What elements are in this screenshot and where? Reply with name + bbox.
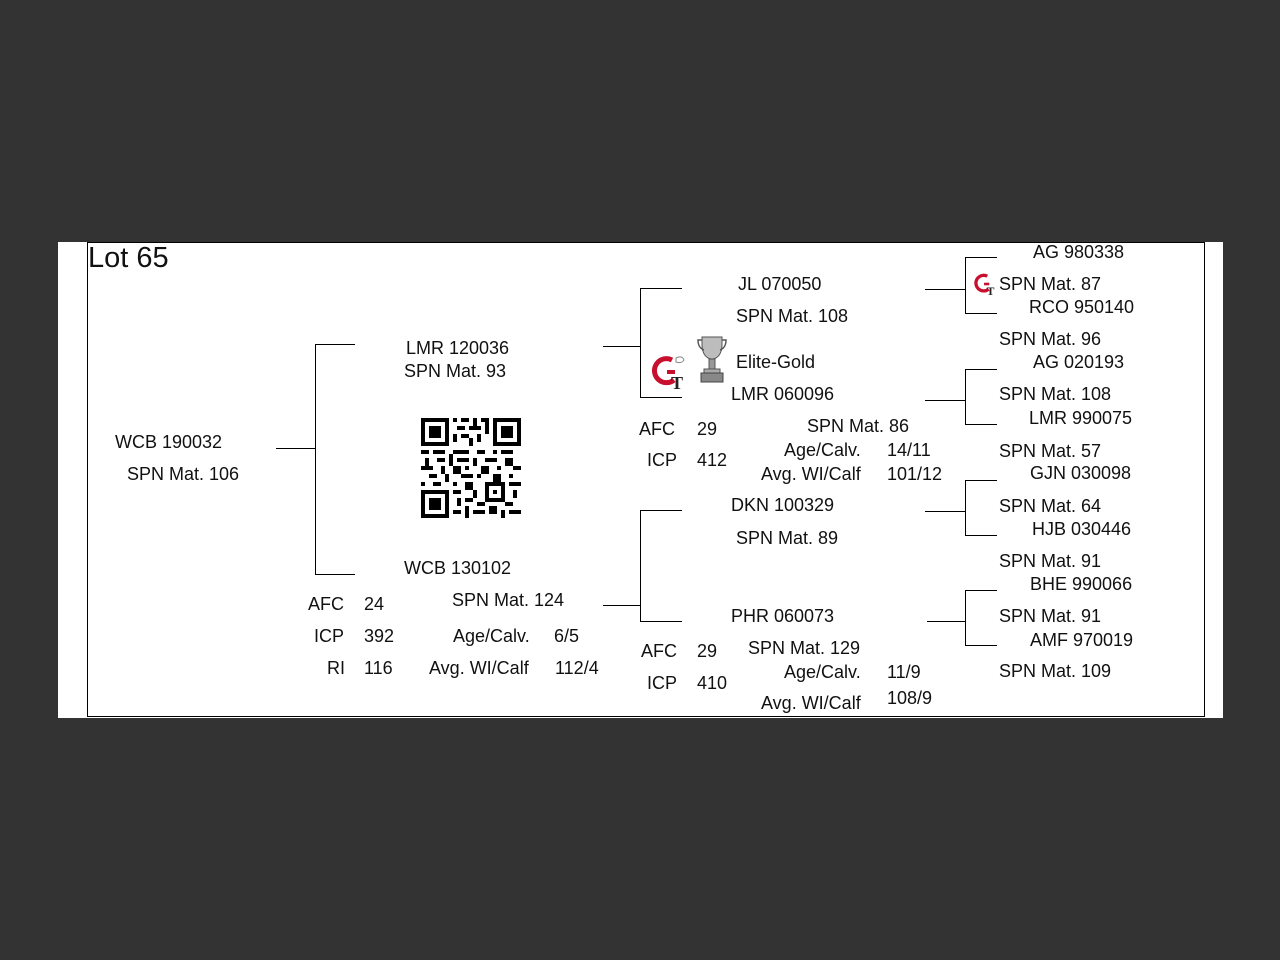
dam-age-value: 6/5 bbox=[554, 626, 580, 646]
sire-afc-value: 29 bbox=[697, 419, 718, 439]
connector bbox=[603, 605, 641, 606]
connector bbox=[965, 590, 997, 591]
connector bbox=[276, 448, 316, 449]
dam-dam-wi-value: 108/9 bbox=[887, 688, 933, 708]
dam-dam-id: PHR 060073 bbox=[731, 606, 835, 626]
connector bbox=[640, 288, 682, 289]
animal-spn: SPN Mat. 106 bbox=[127, 464, 240, 484]
sire-dam-id: LMR 060096 bbox=[731, 384, 835, 404]
connector bbox=[965, 480, 966, 536]
dam-afc-value: 24 bbox=[364, 594, 385, 614]
dam-id: WCB 130102 bbox=[404, 558, 512, 578]
gen4-spn: SPN Mat. 108 bbox=[999, 384, 1112, 404]
gt-logo-icon: T bbox=[974, 273, 995, 297]
sire-afc-label: AFC bbox=[639, 419, 675, 439]
sire-icp-label: ICP bbox=[647, 450, 678, 470]
connector bbox=[315, 344, 355, 345]
connector bbox=[640, 510, 641, 622]
sire-dam-age-value: 14/11 bbox=[887, 440, 931, 460]
connector bbox=[965, 480, 997, 481]
svg-text:T: T bbox=[671, 373, 683, 392]
connector bbox=[965, 257, 966, 314]
dam-wi-value: 112/4 bbox=[555, 658, 599, 678]
connector bbox=[965, 424, 997, 425]
connector bbox=[965, 369, 997, 370]
sire-sire-spn: SPN Mat. 108 bbox=[736, 306, 849, 326]
dam-dam-age-value: 11/9 bbox=[887, 662, 921, 682]
connector bbox=[925, 400, 966, 401]
connector bbox=[927, 621, 966, 622]
qr-code bbox=[421, 418, 521, 518]
sire-dam-age-label: Age/Calv. bbox=[784, 440, 861, 460]
dam-ri-label: RI bbox=[327, 658, 345, 678]
gen4-id: BHE 990066 bbox=[1030, 574, 1133, 594]
gen4-id: RCO 950140 bbox=[1029, 297, 1135, 317]
gen4-spn: SPN Mat. 57 bbox=[999, 441, 1102, 461]
gt-logo-icon: T bbox=[652, 356, 685, 392]
dam-afc2-label: AFC bbox=[641, 641, 677, 661]
dam-sire-id: DKN 100329 bbox=[731, 495, 835, 515]
dam-icp-value: 392 bbox=[364, 626, 395, 646]
gen4-id: AG 980338 bbox=[1033, 242, 1125, 262]
gen4-spn: SPN Mat. 96 bbox=[999, 329, 1102, 349]
connector bbox=[965, 313, 997, 314]
gen4-spn: SPN Mat. 87 bbox=[999, 274, 1102, 294]
connector bbox=[640, 288, 641, 398]
dam-sire-spn: SPN Mat. 89 bbox=[736, 528, 839, 548]
svg-text:T: T bbox=[987, 285, 995, 297]
connector bbox=[965, 645, 997, 646]
connector bbox=[965, 535, 997, 536]
dam-dam-spn: SPN Mat. 129 bbox=[748, 638, 861, 658]
sire-sire-id: JL 070050 bbox=[738, 274, 822, 294]
sire-icp-value: 412 bbox=[697, 450, 728, 470]
dam-age-label: Age/Calv. bbox=[453, 626, 530, 646]
connector bbox=[640, 621, 682, 622]
dam-ri-value: 116 bbox=[364, 658, 393, 678]
gen4-id: GJN 030098 bbox=[1030, 463, 1132, 483]
dam-afc-label: AFC bbox=[308, 594, 344, 614]
lot-title: Lot 65 bbox=[88, 242, 169, 274]
gen4-id: LMR 990075 bbox=[1029, 408, 1133, 428]
connector bbox=[965, 590, 966, 646]
connector bbox=[315, 344, 316, 575]
award-label: Elite-Gold bbox=[736, 352, 816, 372]
gen4-spn: SPN Mat. 109 bbox=[999, 661, 1112, 681]
connector bbox=[925, 289, 966, 290]
connector bbox=[315, 574, 355, 575]
connector bbox=[965, 369, 966, 425]
trophy-icon bbox=[697, 336, 727, 383]
sire-id: LMR 120036 bbox=[406, 338, 510, 358]
gen4-spn: SPN Mat. 64 bbox=[999, 496, 1102, 516]
sire-spn: SPN Mat. 93 bbox=[404, 361, 507, 381]
gen4-id: HJB 030446 bbox=[1032, 519, 1132, 539]
gen4-id: AG 020193 bbox=[1033, 352, 1125, 372]
pedigree-frame bbox=[87, 242, 1205, 717]
gen4-spn: SPN Mat. 91 bbox=[999, 606, 1102, 626]
dam-dam-age-label: Age/Calv. bbox=[784, 662, 861, 682]
dam-afc2-value: 29 bbox=[697, 641, 718, 661]
connector bbox=[965, 257, 997, 258]
connector bbox=[603, 346, 641, 347]
dam-icp2-value: 410 bbox=[697, 673, 728, 693]
sire-dam-wi-value: 101/12 bbox=[887, 464, 943, 484]
gen4-id: AMF 970019 bbox=[1030, 630, 1134, 650]
dam-wi-label: Avg. WI/Calf bbox=[429, 658, 529, 678]
dam-icp2-label: ICP bbox=[647, 673, 678, 693]
sire-dam-wi-label: Avg. WI/Calf bbox=[761, 464, 861, 484]
gen4-spn: SPN Mat. 91 bbox=[999, 551, 1102, 571]
connector bbox=[925, 511, 966, 512]
sire-dam-spn: SPN Mat. 86 bbox=[807, 416, 910, 436]
dam-icp-label: ICP bbox=[314, 626, 345, 646]
dam-dam-wi-label: Avg. WI/Calf bbox=[761, 693, 861, 713]
dam-spn: SPN Mat. 124 bbox=[452, 590, 565, 610]
animal-id: WCB 190032 bbox=[115, 432, 223, 452]
connector bbox=[640, 397, 682, 398]
connector bbox=[640, 510, 682, 511]
